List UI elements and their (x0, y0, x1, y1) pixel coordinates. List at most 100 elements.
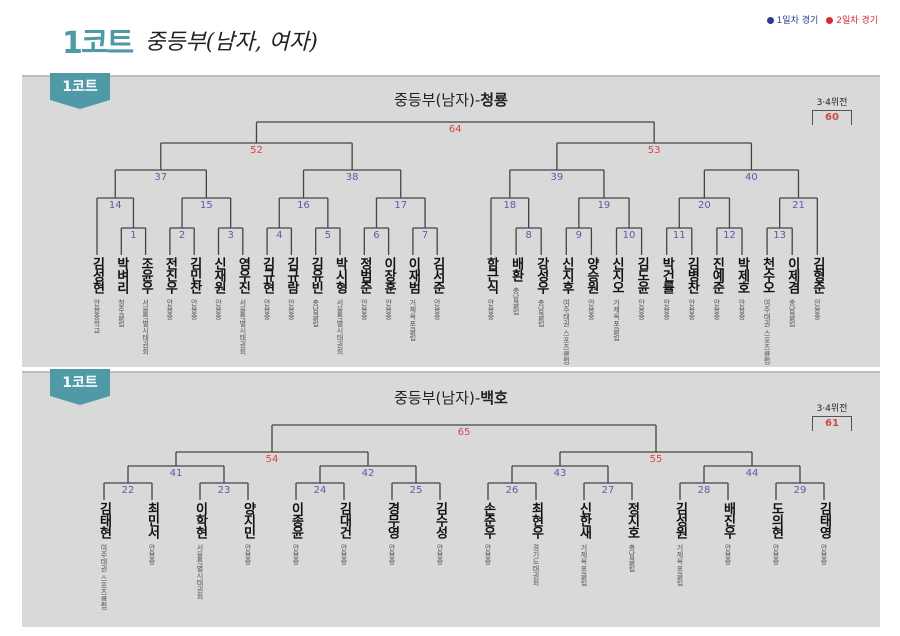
match-number: 8 (525, 230, 532, 241)
bracket-group: 청룡 (480, 91, 508, 109)
legend-day1: 1일차 경기 (766, 13, 819, 26)
player-affiliation: 안용중 (388, 544, 396, 565)
match-number: 65 (457, 427, 471, 438)
player-name: 도의현 (768, 502, 784, 538)
player-affiliation: 여주태권 스포츠클럽 (100, 544, 108, 610)
player-affiliation: 거제옥포클럽 (408, 299, 417, 341)
court-badge: 1코트 (50, 73, 110, 109)
match-number: 37 (154, 172, 168, 183)
match-number: 21 (792, 200, 805, 211)
match-number: 55 (649, 454, 663, 465)
player-name: 김형준 (809, 257, 825, 293)
player-name: 김규현 (259, 257, 275, 293)
match-number: 40 (745, 172, 758, 183)
match-number: 16 (297, 200, 310, 211)
match-number: 5 (324, 230, 332, 241)
match-number: 64 (448, 124, 462, 135)
bracket-group: 백호 (480, 389, 508, 407)
player-affiliation: 서울특별시태권회 (238, 299, 247, 355)
player-affiliation: 충남클럽 (628, 544, 636, 572)
player-affiliation: 거제옥포클럽 (612, 299, 621, 341)
player-affiliation: 청주클럽 (117, 299, 126, 327)
match-number: 42 (361, 468, 375, 479)
player-affiliation: 안용중 (738, 299, 746, 320)
player-name: 김규람 (283, 257, 299, 293)
match-number: 24 (313, 485, 327, 496)
player-name: 김성원 (672, 502, 688, 538)
legend-day1-label: 1일차 경기 (776, 16, 819, 26)
match-number: 22 (121, 485, 135, 496)
match-number: 52 (250, 145, 263, 156)
player-name: 김병찬 (684, 257, 700, 293)
court-heading: 1코트 (62, 26, 134, 61)
player-affiliation: 안용중학교 (93, 299, 101, 334)
third-place-label: 3·4위전 (816, 98, 848, 108)
player-affiliation: 안용중 (487, 299, 495, 320)
player-affiliation: 안용중 (287, 299, 296, 320)
player-name: 천수오 (759, 257, 775, 293)
bracket-title: 중등부(남자)-백호 (22, 387, 880, 408)
player-name: 최현우 (528, 502, 544, 538)
player-affiliation: 경기도태권회 (532, 544, 540, 586)
match-number: 53 (647, 145, 661, 156)
court-badge: 1코트 (50, 369, 110, 405)
match-number: 54 (265, 454, 279, 465)
match-number: 39 (550, 172, 564, 183)
bracket-division: 중등부(남자)- (394, 91, 481, 109)
player-name: 김서준 (429, 257, 445, 293)
player-affiliation: 안용중 (637, 299, 646, 320)
player-affiliation: 안용중 (148, 544, 156, 565)
player-name: 진예준 (709, 257, 725, 293)
player-affiliation: 안용중 (662, 299, 671, 320)
match-number: 28 (697, 485, 711, 496)
blue-dot-icon (766, 17, 774, 24)
player-name: 박벼리 (113, 257, 129, 293)
player-name: 이장훈 (381, 257, 397, 293)
third-place-match-number: 61 (812, 416, 852, 431)
player-name: 경무영 (384, 502, 400, 538)
player-name: 손준우 (480, 502, 496, 538)
bracket-title: 중등부(남자)-청룡 (22, 89, 880, 110)
match-number: 29 (793, 485, 807, 496)
player-name: 박제호 (734, 257, 750, 293)
match-number: 18 (503, 200, 517, 211)
player-name: 신지후 (558, 257, 574, 293)
player-name: 김유빈 (308, 257, 324, 293)
player-affiliation: 거제옥포클럽 (580, 544, 588, 586)
match-number: 19 (597, 200, 611, 211)
player-name: 정지호 (624, 502, 640, 538)
match-number: 10 (622, 230, 636, 241)
player-affiliation: 안용중 (484, 544, 492, 565)
match-number: 17 (394, 200, 408, 211)
player-name: 전진우 (162, 257, 178, 293)
match-number: 6 (373, 230, 380, 241)
player-name: 배진우 (720, 502, 736, 538)
player-name: 이제겸 (784, 257, 800, 293)
match-number: 7 (421, 230, 429, 241)
bracket-division: 중등부(남자)- (394, 389, 481, 407)
legend-day2-label: 2일차 경기 (836, 16, 878, 26)
player-affiliation: 안용중 (384, 299, 393, 320)
player-affiliation: 안용중 (712, 299, 721, 320)
